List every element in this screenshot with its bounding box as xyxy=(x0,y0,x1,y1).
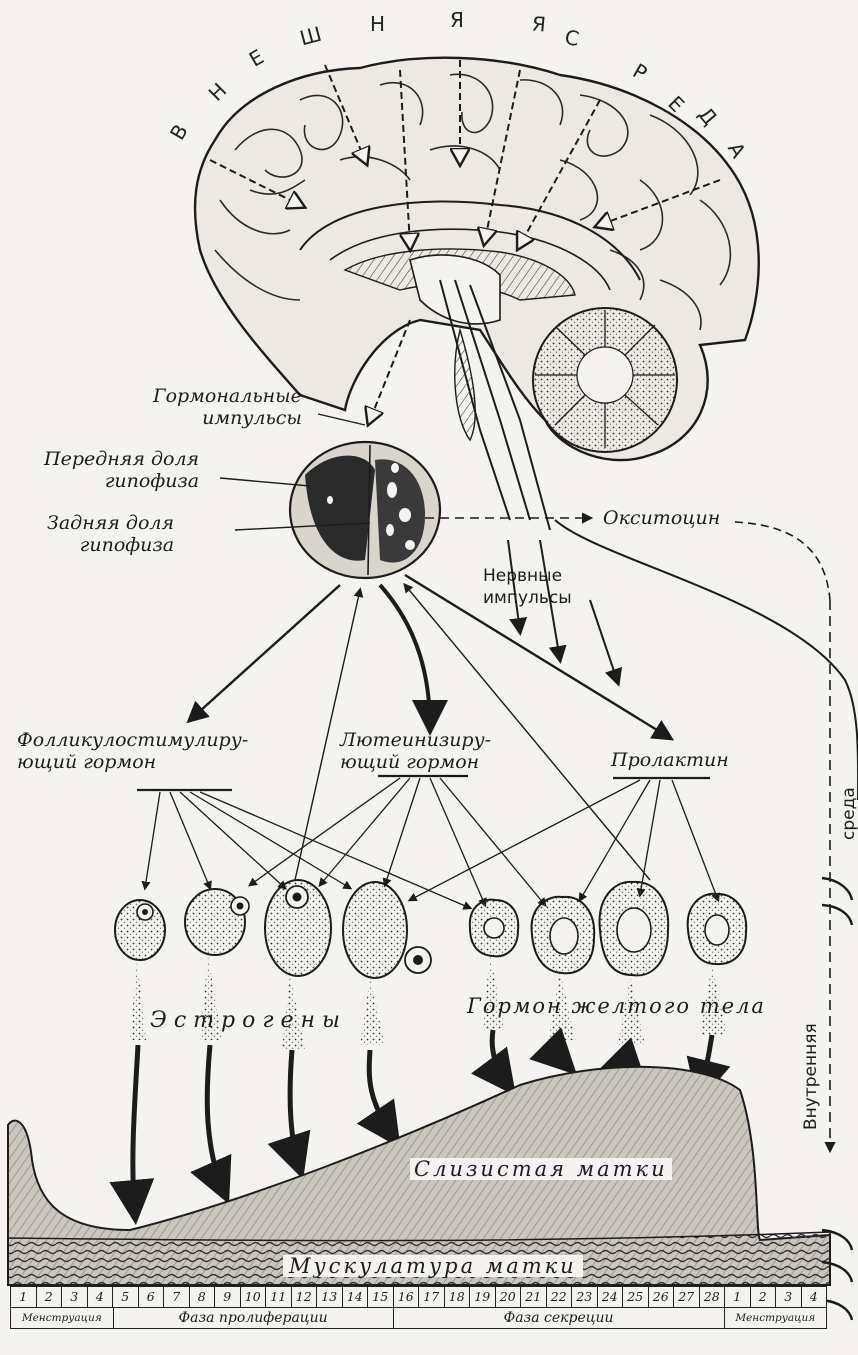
phase-menstruation: Менструация xyxy=(11,1308,114,1328)
cycle-phases-row: Менструация Фаза пролиферации Фаза секре… xyxy=(10,1308,827,1329)
corpus-luteum xyxy=(532,897,595,1040)
internal-environment-label: Внутренняя xyxy=(800,1023,822,1130)
cycle-day: 4 xyxy=(88,1287,114,1307)
cycle-day: 17 xyxy=(419,1287,445,1307)
internal-environment-label-2: среда xyxy=(838,787,858,840)
lh-label: Лютеинизиру- ющий гормон xyxy=(340,729,491,773)
myometrium-label: Мускулатура матки xyxy=(283,1255,583,1277)
cycle-day: 2 xyxy=(751,1287,777,1307)
cycle-day-table: 1 2 3 4 5 6 7 8 9 10 11 12 13 14 15 16 1… xyxy=(10,1286,827,1329)
cerebellum xyxy=(533,308,677,452)
posterior-lobe-label: Задняя доля гипофиза xyxy=(47,512,174,556)
cycle-day: 21 xyxy=(521,1287,547,1307)
oxytocin-label: Окситоцин xyxy=(603,507,720,529)
cycle-day: 12 xyxy=(292,1287,318,1307)
cycle-day: 20 xyxy=(496,1287,522,1307)
phase-secretion: Фаза секреции xyxy=(394,1308,725,1328)
fsh-label: Фолликулостимулиру- ющий гормон xyxy=(17,729,248,773)
cycle-day: 4 xyxy=(802,1287,827,1307)
cycle-day: 11 xyxy=(266,1287,292,1307)
cycle-day: 9 xyxy=(215,1287,241,1307)
cycle-day: 3 xyxy=(62,1287,88,1307)
pituitary-gland xyxy=(290,442,440,578)
follicle xyxy=(343,882,431,1045)
corpus-luteum xyxy=(600,882,669,1045)
corpus-luteum-hormone-label: Гормон желтого тела xyxy=(467,995,766,1017)
cycle-day: 25 xyxy=(623,1287,649,1307)
phase-proliferation: Фаза пролиферации xyxy=(114,1308,394,1328)
cycle-day: 14 xyxy=(343,1287,369,1307)
cycle-day: 6 xyxy=(139,1287,165,1307)
cycle-day: 13 xyxy=(317,1287,343,1307)
anterior-lobe-label: Передняя доля гипофиза xyxy=(44,448,199,492)
hormonal-impulses-label: Гормональные импульсы xyxy=(153,385,302,429)
cycle-day: 26 xyxy=(649,1287,675,1307)
cycle-day: 23 xyxy=(572,1287,598,1307)
endometrium-label: Слизистая матки xyxy=(410,1158,672,1180)
prolactin-label: Пролактин xyxy=(611,749,729,771)
estrogens-label: Эстрогены xyxy=(150,1010,347,1032)
cycle-day: 27 xyxy=(674,1287,700,1307)
cycle-day: 16 xyxy=(394,1287,420,1307)
cycle-day: 24 xyxy=(598,1287,624,1307)
cycle-day: 8 xyxy=(190,1287,216,1307)
cycle-day: 18 xyxy=(445,1287,471,1307)
cycle-day: 2 xyxy=(37,1287,63,1307)
ext-letter: Н xyxy=(370,12,385,36)
cycle-day: 19 xyxy=(470,1287,496,1307)
ext-letter: Я xyxy=(531,11,547,36)
cycle-days-row: 1 2 3 4 5 6 7 8 9 10 11 12 13 14 15 16 1… xyxy=(10,1286,827,1308)
cycle-day: 28 xyxy=(700,1287,726,1307)
brain-illustration xyxy=(195,58,759,530)
cycle-day: 5 xyxy=(113,1287,139,1307)
nerve-impulses-label: Нервные импульсы xyxy=(483,565,572,609)
cycle-day: 10 xyxy=(241,1287,267,1307)
cycle-day: 7 xyxy=(164,1287,190,1307)
cycle-day: 1 xyxy=(725,1287,751,1307)
cycle-day: 15 xyxy=(368,1287,394,1307)
nerve-impulse-arrows xyxy=(508,540,618,683)
cycle-day: 22 xyxy=(547,1287,573,1307)
ext-letter: Я xyxy=(450,8,464,32)
cycle-day: 1 xyxy=(11,1287,37,1307)
phase-menstruation-2: Менструация xyxy=(725,1308,827,1328)
cycle-day: 3 xyxy=(776,1287,802,1307)
